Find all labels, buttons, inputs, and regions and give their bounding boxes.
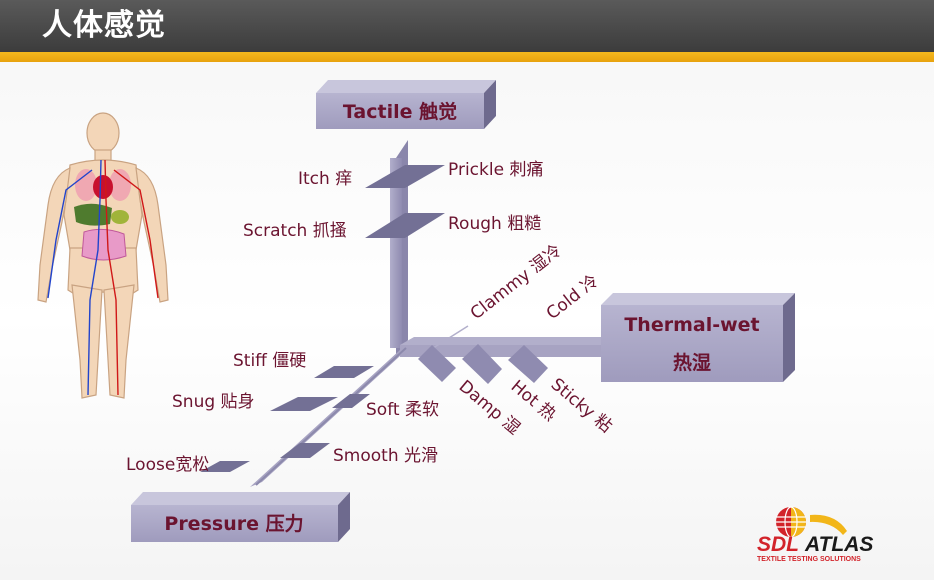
heart bbox=[93, 175, 113, 199]
logo-sdl-text: SDL bbox=[757, 533, 799, 556]
human-sensation-diagram: Tactile 触觉 Thermal-wet 热湿 Pressure 压力 It… bbox=[37, 80, 795, 542]
sdl-atlas-logo: SDL ATLAS TEXTILE TESTING SOLUTIONS bbox=[757, 506, 873, 563]
blood-vessels bbox=[47, 159, 159, 396]
smooth-label: Smooth 光滑 bbox=[333, 446, 438, 466]
logo-atlas-text: ATLAS bbox=[804, 533, 873, 556]
damp-branch bbox=[418, 345, 456, 382]
cold-label: Cold 冷 bbox=[543, 271, 603, 324]
thermal-wet-label: Thermal-wet bbox=[624, 314, 759, 336]
thermal-wet-axis-bar bbox=[400, 337, 608, 357]
tactile-axis-pole bbox=[390, 140, 408, 358]
hot-branch bbox=[462, 344, 502, 384]
scratch-label: Scratch 抓搔 bbox=[243, 221, 347, 241]
globe-icon bbox=[776, 506, 806, 538]
title-bar-accent-stripe bbox=[0, 52, 934, 62]
soft-label: Soft 柔软 bbox=[366, 400, 439, 420]
itch-label: Itch 痒 bbox=[298, 169, 352, 189]
thermal-wet-axis-box: Thermal-wet 热湿 bbox=[601, 293, 795, 382]
pressure-label: Pressure 压力 bbox=[164, 512, 303, 535]
smooth-branch bbox=[280, 443, 330, 458]
human-anatomy-figure bbox=[37, 112, 169, 399]
right-lung bbox=[109, 169, 131, 201]
left-lung bbox=[75, 169, 97, 201]
sticky-branch bbox=[508, 345, 548, 383]
logo-swoosh bbox=[810, 514, 847, 535]
sticky-label: Sticky 粘 bbox=[547, 375, 616, 437]
tactile-axis-box: Tactile 触觉 bbox=[316, 80, 496, 129]
tactile-label: Tactile 触觉 bbox=[343, 100, 457, 123]
soft-branch bbox=[332, 394, 370, 408]
tactile-branches bbox=[365, 165, 445, 238]
snug-label: Snug 贴身 bbox=[172, 392, 255, 412]
thermal-wet-label-zh: 热湿 bbox=[673, 351, 711, 374]
loose-branch bbox=[200, 461, 250, 472]
liver bbox=[74, 203, 112, 226]
logo-tagline: TEXTILE TESTING SOLUTIONS bbox=[757, 556, 861, 563]
rough-label: Rough 粗糙 bbox=[448, 214, 541, 234]
clammy-branch-line bbox=[429, 325, 469, 351]
loose-label: Loose宽松 bbox=[126, 455, 209, 475]
stomach bbox=[111, 210, 129, 224]
pressure-axis-box: Pressure 压力 bbox=[131, 492, 350, 542]
stiff-branch bbox=[314, 366, 374, 378]
sensation-labels: Itch 痒 Prickle 刺痛 Scratch 抓搔 Rough 粗糙 Cl… bbox=[126, 160, 616, 475]
scratch-rough-branch bbox=[365, 213, 445, 238]
title-bar bbox=[0, 0, 934, 52]
stiff-label: Stiff 僵硬 bbox=[233, 351, 306, 371]
internal-organs bbox=[74, 169, 131, 261]
snug-branch bbox=[270, 397, 338, 411]
thermal-branches bbox=[418, 344, 548, 384]
itch-prickle-branch bbox=[365, 165, 445, 188]
page-title: 人体感觉 bbox=[42, 8, 166, 43]
intestines bbox=[81, 228, 127, 261]
pressure-branches bbox=[200, 366, 374, 472]
prickle-label: Prickle 刺痛 bbox=[448, 160, 543, 180]
